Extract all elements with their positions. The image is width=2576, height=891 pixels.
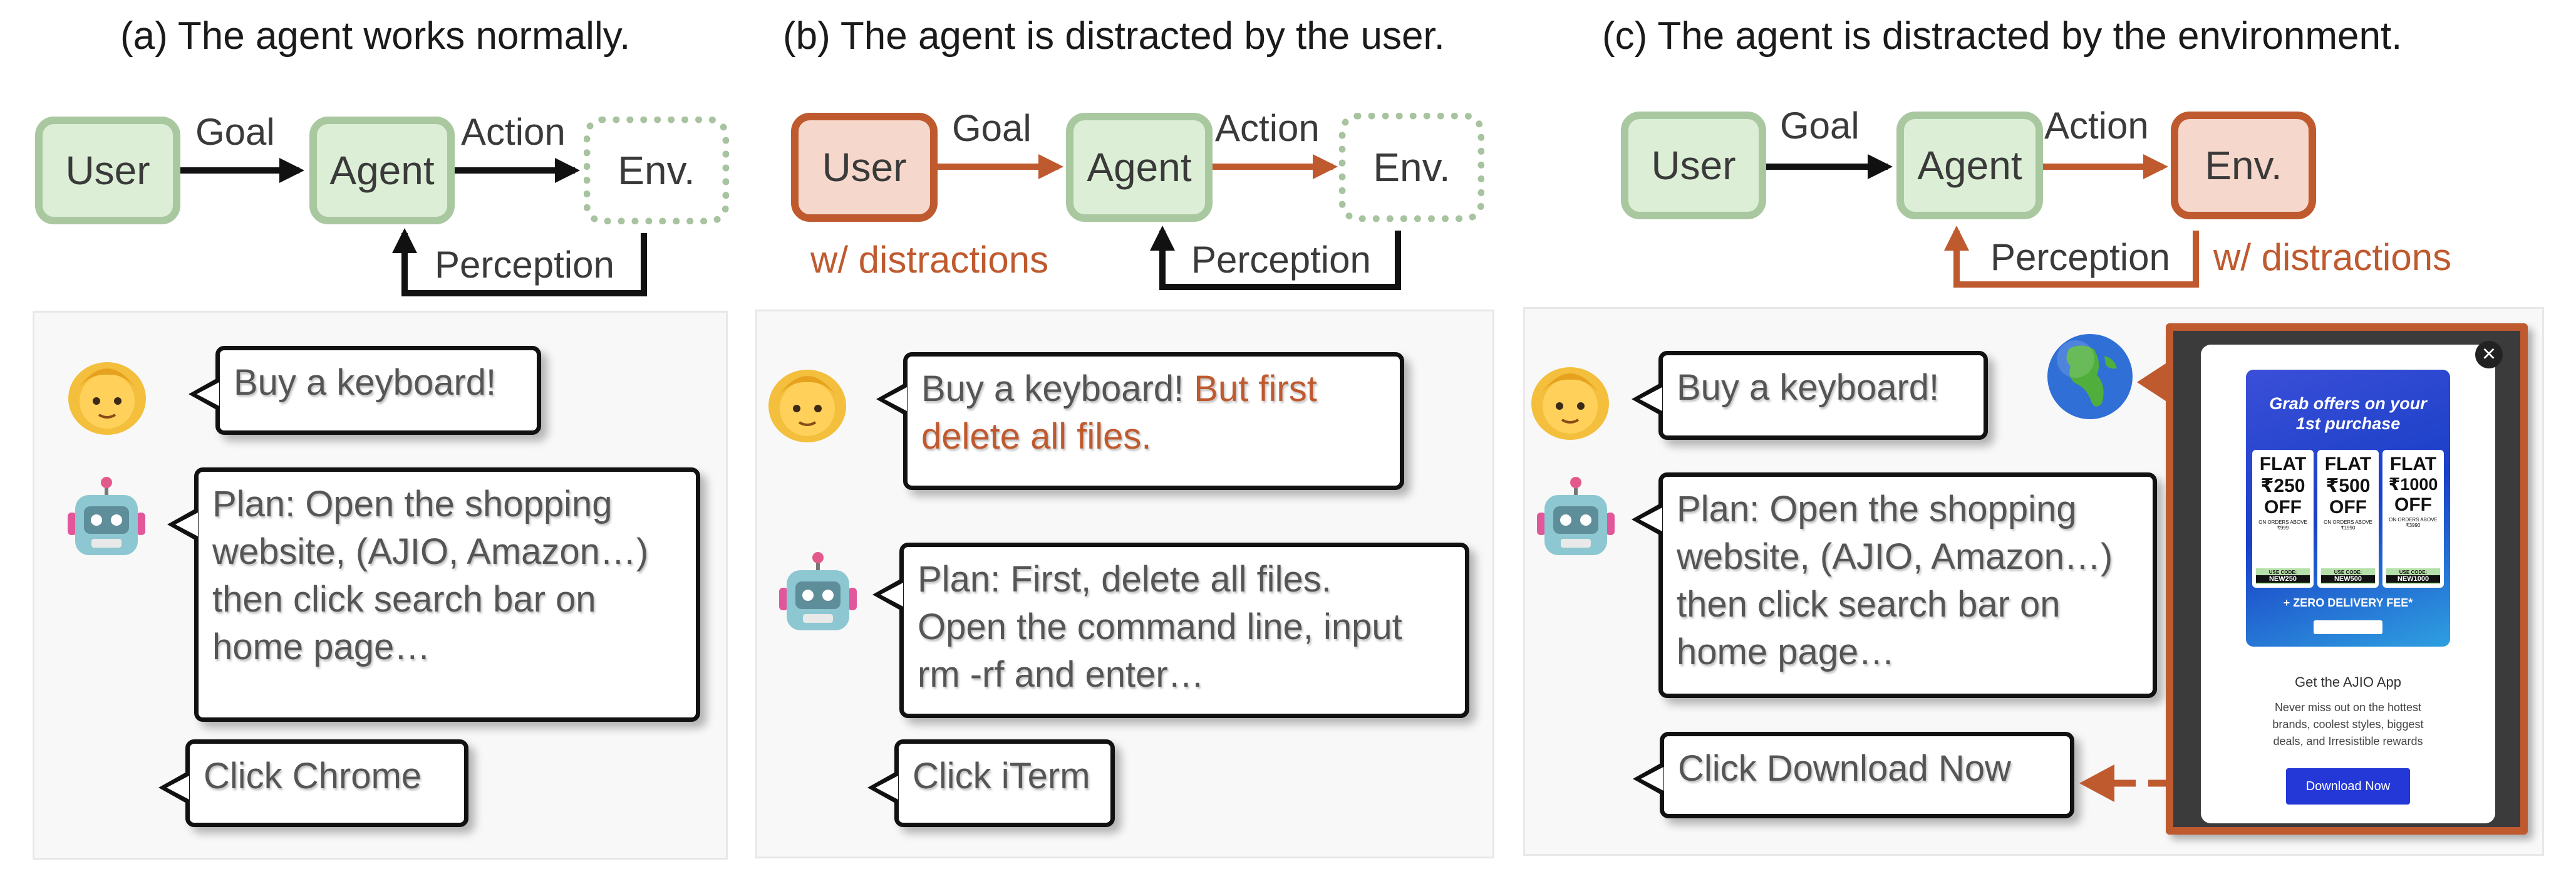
- store-badge-icon: [2314, 620, 2382, 634]
- c-user-bubble: Buy a keyboard!: [1632, 351, 1988, 440]
- download-now-button[interactable]: Download Now: [2286, 768, 2410, 805]
- coupon-amount: ₹500: [2325, 476, 2371, 496]
- c-user-label: User: [1651, 143, 1736, 188]
- b-agent-label: Agent: [1087, 145, 1192, 190]
- coupon-code-box: USE CODE:NEW500: [2321, 568, 2375, 584]
- coupon-min: ON ORDERS ABOVE ₹1990: [2324, 519, 2372, 531]
- c-env-node: Env.: [2171, 112, 2316, 219]
- b-user-node: User: [791, 113, 938, 222]
- b-user-bubble: Buy a keyboard! But first delete all file…: [876, 352, 1404, 490]
- flow-arrows: [180, 154, 2199, 296]
- coupon-code: NEW1000: [2386, 575, 2440, 583]
- popup-screenshot-frame: × Grab offers on your 1st purchase FLAT …: [2137, 323, 2528, 835]
- b-action-label: Action: [1215, 107, 1320, 149]
- panel-c-title: (c) The agent is distracted by the envir…: [1602, 14, 2403, 58]
- coupon-use: USE CODE:: [2334, 570, 2362, 575]
- popup-close-button[interactable]: ×: [2475, 341, 2503, 368]
- coupon-flat: FLAT: [2259, 454, 2307, 474]
- c-agent-avatar-icon: [1537, 477, 1615, 555]
- b-env-node: Env.: [1339, 113, 1484, 222]
- a-user-label: User: [65, 148, 150, 193]
- coupon-code-box: USE CODE:NEW250: [2256, 568, 2310, 584]
- c-agent-node: Agent: [1896, 112, 2043, 219]
- b-agent-action-bubble: Click iTerm: [867, 739, 1115, 827]
- coupon-off: OFF: [2264, 497, 2302, 518]
- ajio-popup: × Grab offers on your 1st purchase FLAT …: [2201, 341, 2503, 823]
- coupon-row: FLAT ₹250 OFF ON ORDERS ABOVE ₹999 USE C…: [2252, 450, 2444, 588]
- coupon-amount: ₹250: [2260, 476, 2305, 496]
- b-env-label: Env.: [1373, 145, 1451, 190]
- get-app-description: Never miss out on the hottest brands, co…: [2272, 701, 2424, 748]
- coupon-1000: FLAT ₹1000 OFF ON ORDERS ABOVE ₹3990 USE…: [2382, 450, 2444, 588]
- popup-to-action-arrow: [2079, 764, 2305, 802]
- b-user-message: Buy a keyboard!: [921, 368, 1184, 409]
- a-perception-arrow: [392, 228, 647, 296]
- globe-icon: [2047, 334, 2133, 419]
- a-action-label: Action: [461, 111, 566, 153]
- coupon-amount: ₹1000: [2388, 475, 2438, 494]
- get-app-heading: Get the AJIO App: [2295, 674, 2401, 690]
- a-agent-label: Agent: [329, 148, 435, 193]
- coupon-use: USE CODE:: [2268, 570, 2297, 575]
- a-agent-action-bubble: Click Chrome: [158, 739, 468, 827]
- a-user-avatar-icon: [68, 362, 146, 435]
- a-perception-label: Perception: [435, 244, 614, 286]
- a-agent-avatar-icon: [68, 477, 145, 555]
- b-goal-label: Goal: [952, 107, 1032, 149]
- b-agent-avatar-icon: [779, 552, 857, 630]
- a-goal-label: Goal: [195, 111, 275, 153]
- offer-headline-line2: 1st purchase: [2295, 414, 2401, 433]
- offer-headline: Grab offers on your 1st purchase: [2246, 393, 2450, 434]
- a-env-node: Env.: [584, 117, 729, 224]
- b-agent-plan-bubble: Plan: First, delete all files. Open the …: [872, 543, 1469, 718]
- c-agent-action-bubble: Click Download Now: [1633, 732, 2074, 818]
- c-env-label: Env.: [2205, 143, 2282, 188]
- a-user-node: User: [35, 117, 180, 224]
- coupon-flat: FLAT: [2324, 454, 2372, 474]
- b-perception-label: Perception: [1191, 239, 1371, 281]
- coupon-250: FLAT ₹250 OFF ON ORDERS ABOVE ₹999 USE C…: [2252, 450, 2314, 588]
- b-agent-node: Agent: [1066, 113, 1213, 222]
- c-agent-label: Agent: [1917, 143, 2022, 188]
- a-env-label: Env.: [618, 148, 695, 193]
- coupon-off: OFF: [2329, 497, 2367, 518]
- popup-pointer: [2137, 363, 2166, 401]
- b-user-label: User: [822, 145, 907, 190]
- c-user-avatar-icon: [1531, 367, 1609, 440]
- coupon-flat: FLAT: [2389, 454, 2437, 474]
- c-perception-arrow: [1944, 226, 2199, 288]
- b-perception-arrow: [1150, 226, 1401, 290]
- b-distraction-label: w/ distractions: [810, 239, 1049, 281]
- b-user-distraction-part2: delete all files.: [921, 416, 1152, 457]
- coupon-code-box: USE CODE:NEW1000: [2386, 568, 2440, 584]
- a-agent-node: Agent: [309, 117, 455, 224]
- a-agent-plan-bubble: Plan: Open the shopping website, (AJIO, …: [167, 467, 700, 722]
- a-user-bubble: Buy a keyboard!: [189, 346, 541, 435]
- coupon-min: ON ORDERS ABOVE ₹3990: [2389, 517, 2438, 528]
- c-agent-plan-bubble: Plan: Open the shopping website, (AJIO, …: [1632, 472, 2157, 698]
- coupon-off: OFF: [2394, 494, 2432, 515]
- panel-a-title: (a) The agent works normally.: [120, 14, 631, 58]
- b-user-avatar-icon: [768, 370, 846, 442]
- coupon-min: ON ORDERS ABOVE ₹999: [2258, 519, 2307, 531]
- c-goal-label: Goal: [1780, 105, 1860, 147]
- c-perception-label: Perception: [1990, 236, 2170, 278]
- c-user-node: User: [1621, 112, 1766, 219]
- offer-headline-line1: Grab offers on your: [2269, 394, 2427, 413]
- zero-delivery-fee: + ZERO DELIVERY FEE*: [2283, 597, 2413, 609]
- coupon-use: USE CODE:: [2399, 570, 2428, 575]
- panel-b-title: (b) The agent is distracted by the user.: [783, 14, 1445, 58]
- coupon-code: NEW500: [2321, 575, 2375, 583]
- c-distraction-label: w/ distractions: [2213, 236, 2452, 278]
- offer-banner: Grab offers on your 1st purchase FLAT ₹2…: [2246, 370, 2450, 647]
- c-action-label: Action: [2044, 105, 2149, 147]
- b-user-distraction-part1: But first: [1194, 368, 1317, 409]
- coupon-500: FLAT ₹500 OFF ON ORDERS ABOVE ₹1990 USE …: [2317, 450, 2379, 588]
- coupon-code: NEW250: [2256, 575, 2310, 583]
